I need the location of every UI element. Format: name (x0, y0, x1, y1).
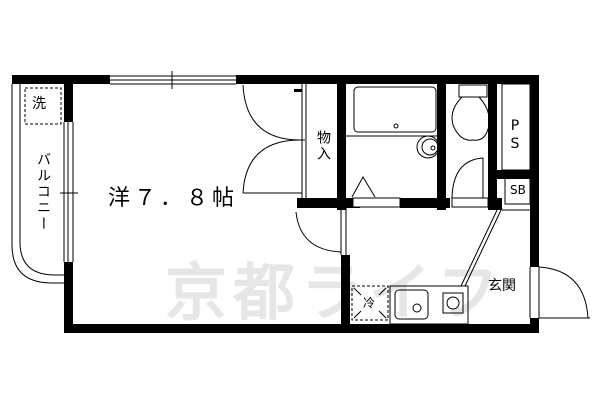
walls (12, 75, 539, 333)
switch-board-label: SB (510, 183, 526, 197)
pipe-space-label: PS (507, 118, 523, 154)
storage-label: 物入 (315, 130, 331, 162)
refrigerator-label: 冷 (363, 296, 376, 310)
entrance-label: 玄関 (488, 278, 516, 294)
balcony-label: バルコニー (35, 152, 51, 232)
main-room-label: 洋７．８帖 (108, 186, 239, 211)
washer-label: 洗 (32, 96, 46, 112)
